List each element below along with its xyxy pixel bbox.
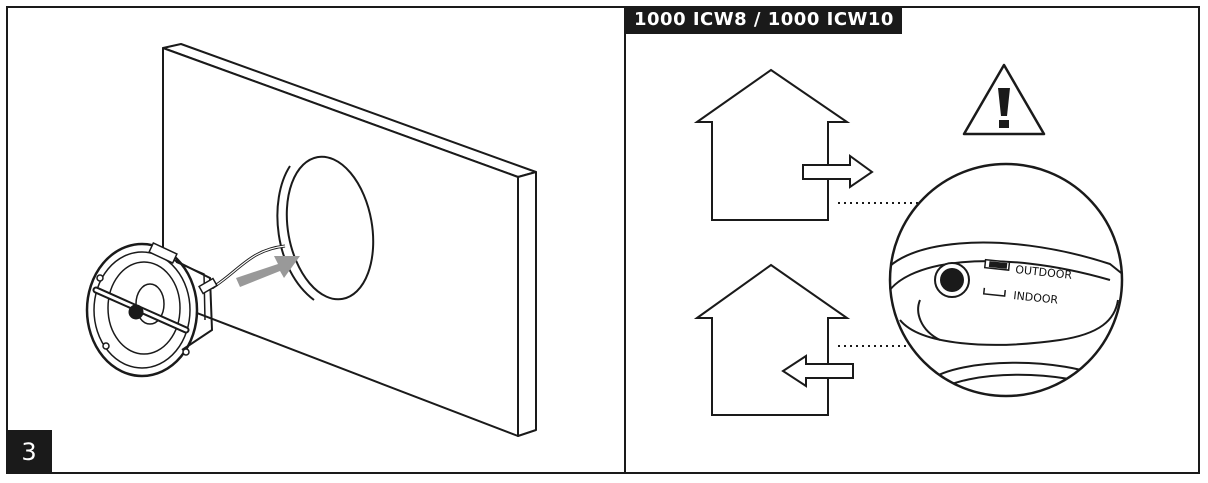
- outdoor-switch-icon: [983, 258, 1011, 271]
- indoor-label: INDOOR: [1013, 289, 1059, 307]
- outdoor-arrow: [802, 154, 874, 189]
- panel-divider: [624, 6, 626, 474]
- wall-cutout: [276, 155, 375, 301]
- house-outdoor: [693, 68, 851, 221]
- step-number-badge: 3: [6, 430, 52, 474]
- insert-direction-arrow: [236, 256, 300, 287]
- indoor-arrow: [781, 354, 854, 388]
- house-indoor: [693, 263, 851, 416]
- indoor-switch-icon: [982, 287, 1007, 297]
- model-tag: 1000 ICW8 / 1000 ICW10: [626, 6, 902, 34]
- warning-icon: [962, 63, 1046, 136]
- in-ceiling-speaker: [85, 241, 218, 378]
- outdoor-label: OUTDOOR: [1015, 263, 1073, 282]
- figure-frame: [6, 6, 1200, 474]
- magnified-switch-view: OUTDOOR INDOOR: [888, 162, 1124, 398]
